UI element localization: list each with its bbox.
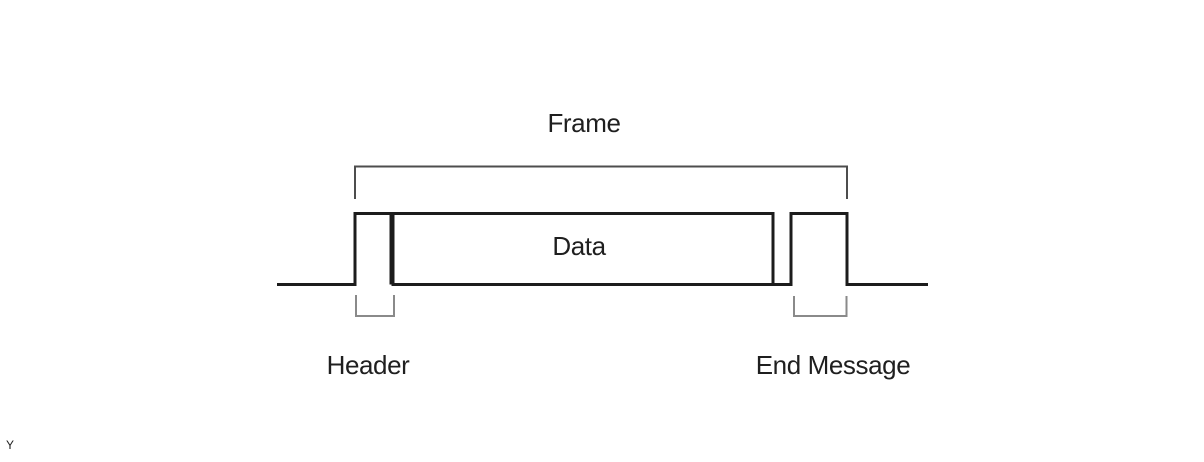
end-message-brace — [793, 296, 848, 317]
header-label: Header — [326, 350, 410, 380]
data-label: Data — [552, 231, 606, 261]
signal-waveform — [277, 212, 928, 286]
data-box — [391, 212, 775, 286]
frame-label: Frame — [547, 108, 621, 138]
frame-extent-bracket — [354, 165, 848, 199]
end-message-label: End Message — [755, 350, 911, 380]
y-axis-label: Y — [6, 438, 15, 452]
header-brace — [355, 295, 395, 317]
